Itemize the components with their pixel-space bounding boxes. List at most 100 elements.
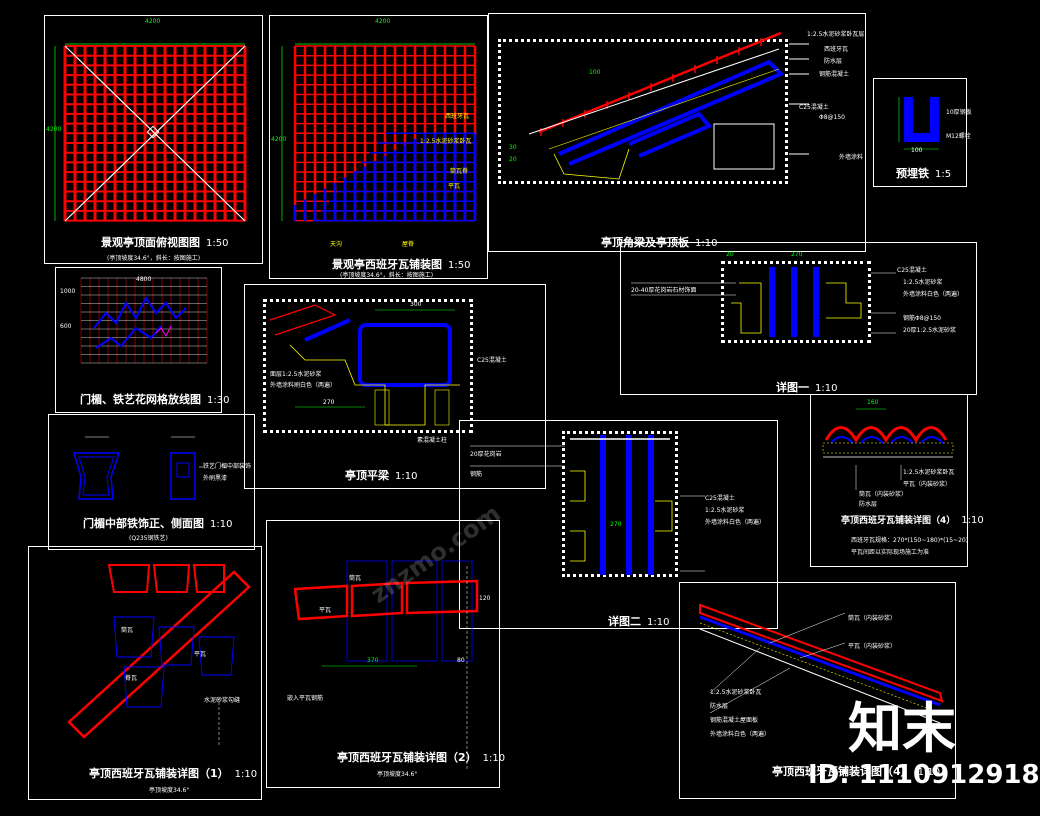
tile-layout-label-5: 屋脊	[402, 241, 415, 248]
tile-detail-2-drawing	[293, 560, 479, 771]
detail-two-label-3: 20厚花岗岩	[470, 451, 502, 458]
roof-plan-dim-left: 4200	[46, 126, 62, 133]
corner-beam-label-4: C25混凝土	[799, 104, 829, 111]
tile-detail-4b-label-3: 防水层	[710, 703, 729, 710]
tile-detail-4a-title: 亭顶西班牙瓦铺装详图（4）1:10	[841, 515, 984, 526]
tile-layout-label-4: 天沟	[330, 241, 343, 248]
detail-two-drawing	[470, 435, 705, 575]
tile-detail-1-label-1: 平瓦	[194, 651, 207, 658]
tile-detail-2-label-5: 嵌入平瓦钢筋	[287, 695, 324, 702]
detail-one-label-2: 外墙涂料白色（两遍）	[903, 291, 964, 298]
tile-layout-dim-top: 4200	[375, 18, 391, 25]
tile-detail-4a-label-1: 平瓦（内装砂浆）	[903, 481, 952, 488]
tile-detail-2-note: 亭顶坡度34.6°	[377, 771, 418, 778]
detail-one-label-4: 20厚1:2.5水泥砂浆	[903, 327, 957, 334]
tile-layout-label-3: 平瓦	[448, 183, 461, 190]
detail-two-label-1: 1:2.5水泥砂浆	[705, 507, 745, 514]
flat-beam-label-2: 素混凝土柱	[417, 437, 448, 444]
tile-detail-4a-note2: 平瓦间距以实际现场施工为准	[851, 549, 930, 556]
tile-detail-2-label-0: 筒瓦	[349, 575, 362, 582]
corner-beam-label-5: Φ8@150	[819, 114, 845, 121]
tile-detail-1-label-3: 水泥砂浆勾缝	[204, 697, 241, 704]
corner-beam-drawing	[528, 31, 809, 180]
detail-two-label-4: 270	[610, 521, 622, 528]
lintel-grid-label-0: 1000	[60, 288, 76, 295]
panel-tile-detail-2: 筒瓦 平瓦 370 120 80 嵌入平瓦钢筋 亭顶西班牙瓦铺装详图（2）1:1…	[266, 520, 505, 788]
tile-layout-drawing	[281, 43, 477, 222]
tile-layout-dim-left: 4200	[271, 136, 287, 143]
tile-detail-4a-label-3: 防水层	[859, 501, 878, 508]
tile-layout-note: (亭顶坡度34.6°，斜长：按图施工)	[340, 272, 434, 279]
corner-beam-label-0: 1:2.5水泥砂浆卧瓦层	[807, 31, 865, 38]
tile-detail-2-label-3: 120	[479, 595, 491, 602]
tile-detail-4b-label-2: 1:2.5水泥砂浆卧瓦	[710, 689, 762, 696]
tile-layout-label-2: 筒瓦脊	[450, 168, 469, 175]
tile-layout-label-1: 西班牙瓦	[445, 113, 470, 120]
tile-detail-1-drawing	[67, 564, 251, 747]
watermark-id: ID: 1110912918	[808, 760, 1040, 790]
detail-two-label-0: C25混凝土	[705, 495, 735, 502]
panel-detail-two: C25混凝土 1:2.5水泥砂浆 外墙涂料白色（两遍） 20厚花岗岩 270 钢…	[459, 420, 778, 629]
corner-beam-label-7: 20	[509, 156, 517, 163]
tile-detail-1-label-0: 筒瓦	[121, 627, 134, 634]
lintel-iron-drawing	[73, 436, 204, 500]
flat-beam-frame	[263, 299, 473, 433]
flat-beam-label-3: 面层1:2.5水泥砂浆	[270, 371, 322, 378]
flat-beam-label-0: 300	[410, 301, 422, 308]
detail-one-label-6: 270	[791, 251, 803, 258]
lintel-grid-label-2: 4800	[136, 276, 152, 283]
roof-plan-drawing	[54, 43, 247, 222]
panel-flat-beam: 300 270 素混凝土柱 面层1:2.5水泥砂浆 外墙涂料刷白色（两遍） C2…	[244, 284, 546, 489]
detail-one-label-1: 1:2.5水泥砂浆	[903, 279, 943, 286]
embedded-iron-drawing	[898, 97, 939, 150]
lintel-grid-label-1: 600	[60, 323, 72, 330]
corner-beam-label-9: 30	[509, 144, 517, 151]
lintel-grid-drawing	[80, 277, 208, 364]
tile-detail-1-label-2: 脊瓦	[125, 675, 138, 682]
flat-beam-label-4: 外墙涂料刷白色（两遍）	[270, 382, 337, 389]
detail-one-label-3: 钢筋Φ8@150	[903, 315, 941, 322]
detail-one-drawing	[631, 267, 896, 337]
detail-one-frame	[721, 261, 871, 343]
lintel-iron-note: (Q235钢铁艺)	[129, 535, 168, 542]
lintel-iron-label-0: 铁艺门楣中部装饰	[203, 463, 252, 470]
tile-detail-4b-title: 亭顶西班牙瓦铺装详图（4）1:10	[772, 765, 941, 778]
watermark-brand: 知末	[848, 697, 956, 760]
panel-tile-detail-4a: 160 筒瓦（内装砂浆） 平瓦（内装砂浆） 1:2.5水泥砂浆卧瓦 防水层 亭顶…	[810, 394, 984, 567]
panel-tile-detail-1: 筒瓦 平瓦 脊瓦 水泥砂浆勾缝 亭顶西班牙瓦铺装详图（1）1:10 亭顶坡度34…	[28, 546, 262, 800]
detail-two-label-5: 钢筋	[470, 471, 483, 478]
tile-detail-4a-note: 西班牙瓦规格：270*(150~180)*(15~20)	[851, 537, 969, 544]
detail-one-label-5: 20-40厚花岗岩石材饰面	[631, 287, 697, 294]
corner-beam-label-6: 外墙涂料	[839, 154, 864, 161]
tile-detail-4b-label-0: 筒瓦（内装砂浆）	[848, 615, 897, 622]
roof-plan-note: (亭顶坡度34.6°，斜长：按图施工)	[107, 255, 201, 262]
corner-beam-frame	[498, 39, 788, 184]
panel-detail-one: C25混凝土 1:2.5水泥砂浆 外墙涂料白色（两遍） 钢筋Φ8@150 20厚…	[620, 242, 977, 395]
flat-beam-label-1: 270	[323, 399, 335, 406]
panel-corner-beam: 1:2.5水泥砂浆卧瓦层 西班牙瓦 防水层 钢筋混凝土 C25混凝土 Φ8@15…	[488, 13, 866, 252]
flat-beam-label-5: C25混凝土	[477, 357, 507, 364]
tile-layout-label-0: 1:2.5水泥砂浆卧瓦	[420, 138, 472, 145]
detail-two-frame	[562, 431, 678, 577]
tile-detail-4b-drawing	[699, 603, 944, 724]
roof-plan-dim-top: 4200	[145, 18, 161, 25]
tile-detail-2-title: 亭顶西班牙瓦铺装详图（2）1:10	[337, 751, 506, 764]
tile-detail-2-label-2: 370	[367, 657, 379, 664]
flat-beam-drawing	[269, 304, 460, 426]
detail-two-label-2: 外墙涂料白色（两遍）	[705, 519, 766, 526]
corner-beam-label-1: 西班牙瓦	[824, 46, 849, 53]
tile-detail-4a-label-2: 1:2.5水泥砂浆卧瓦	[903, 469, 955, 476]
detail-one-label-7: 20	[726, 251, 734, 258]
detail-one-label-0: C25混凝土	[897, 267, 927, 274]
tile-detail-2-label-1: 平瓦	[319, 607, 332, 614]
